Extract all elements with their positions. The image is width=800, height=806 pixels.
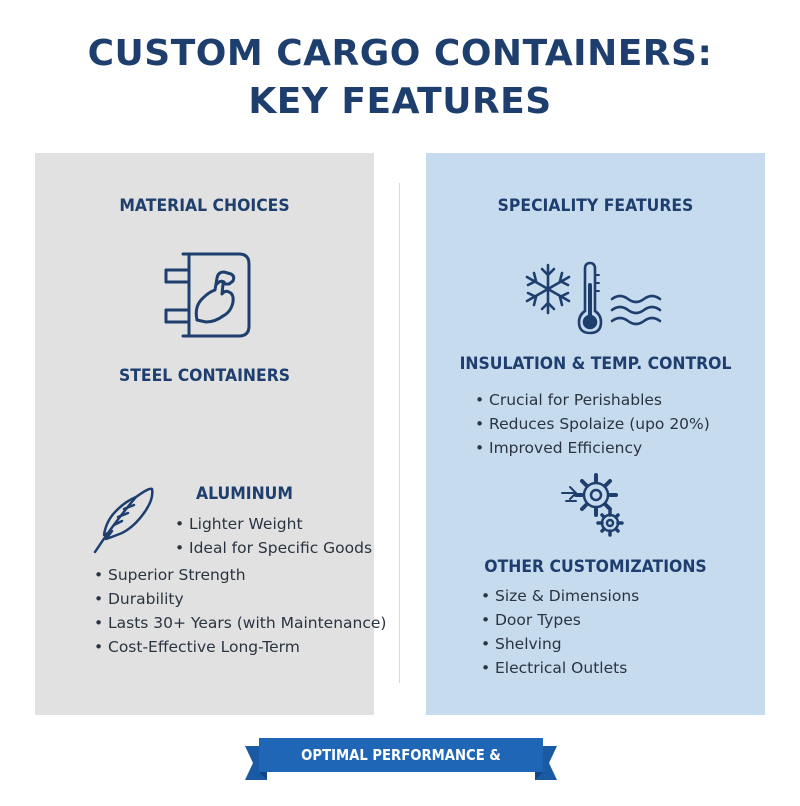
performance-banner: OPTIMAL PERFORMANCE & SAFETY [245,738,557,798]
aluminum-list: Lighter Weight Ideal for Specific Goods [175,512,372,560]
speciality-features-panel: SPECIALITY FEATURES INSULATION & TEMP. C… [426,153,765,715]
list-item: Lighter Weight [175,512,372,536]
other-customizations-heading: OTHER CUSTOMIZATIONS [484,557,707,577]
aluminum-heading: ALUMINUM [196,484,293,504]
list-item: Shelving [481,632,639,656]
list-item: Lasts 30+ Years (with Maintenance) [94,611,386,635]
title-line-1: CUSTOM CARGO CONTAINERS: [87,33,713,74]
list-item: Ideal for Specific Goods [175,536,372,560]
page-title: CUSTOM CARGO CONTAINERS: KEY FEATURES [0,30,800,126]
snowflake-icon [525,263,571,315]
list-item: Electrical Outlets [481,656,639,680]
material-choices-panel: MATERIAL CHOICES STEEL CONTAINERS ALUMIN… [35,153,386,715]
steel-list: Superior Strength Durability Lasts 30+ Y… [94,563,386,659]
other-customizations-list: Size & Dimensions Door Types Shelving El… [481,584,639,680]
list-item: Improved Efficiency [475,436,710,460]
gears-icon [561,473,624,537]
banner-label-box: OPTIMAL PERFORMANCE & SAFETY [259,738,543,798]
list-item: Door Types [481,608,639,632]
waves-icon [610,294,662,326]
list-item: Reduces Spolaize (upo 20%) [475,412,710,436]
list-item: Durability [94,587,386,611]
material-choices-heading: MATERIAL CHOICES [119,196,290,216]
panel-divider [399,183,400,683]
strong-arm-container-icon [164,252,251,338]
list-item: Superior Strength [94,563,386,587]
list-item: Size & Dimensions [481,584,639,608]
feather-icon [93,487,154,554]
banner-label: OPTIMAL PERFORMANCE & SAFETY [301,746,501,798]
speciality-features-heading: SPECIALITY FEATURES [497,196,694,216]
insulation-heading: INSULATION & TEMP. CONTROL [459,354,732,374]
insulation-list: Crucial for Perishables Reduces Spolaize… [475,388,710,460]
title-line-2: KEY FEATURES [248,81,552,122]
list-item: Cost-Effective Long-Term [94,635,386,659]
steel-containers-heading: STEEL CONTAINERS [118,366,291,386]
list-item: Crucial for Perishables [475,388,710,412]
thermometer-icon [577,261,603,335]
